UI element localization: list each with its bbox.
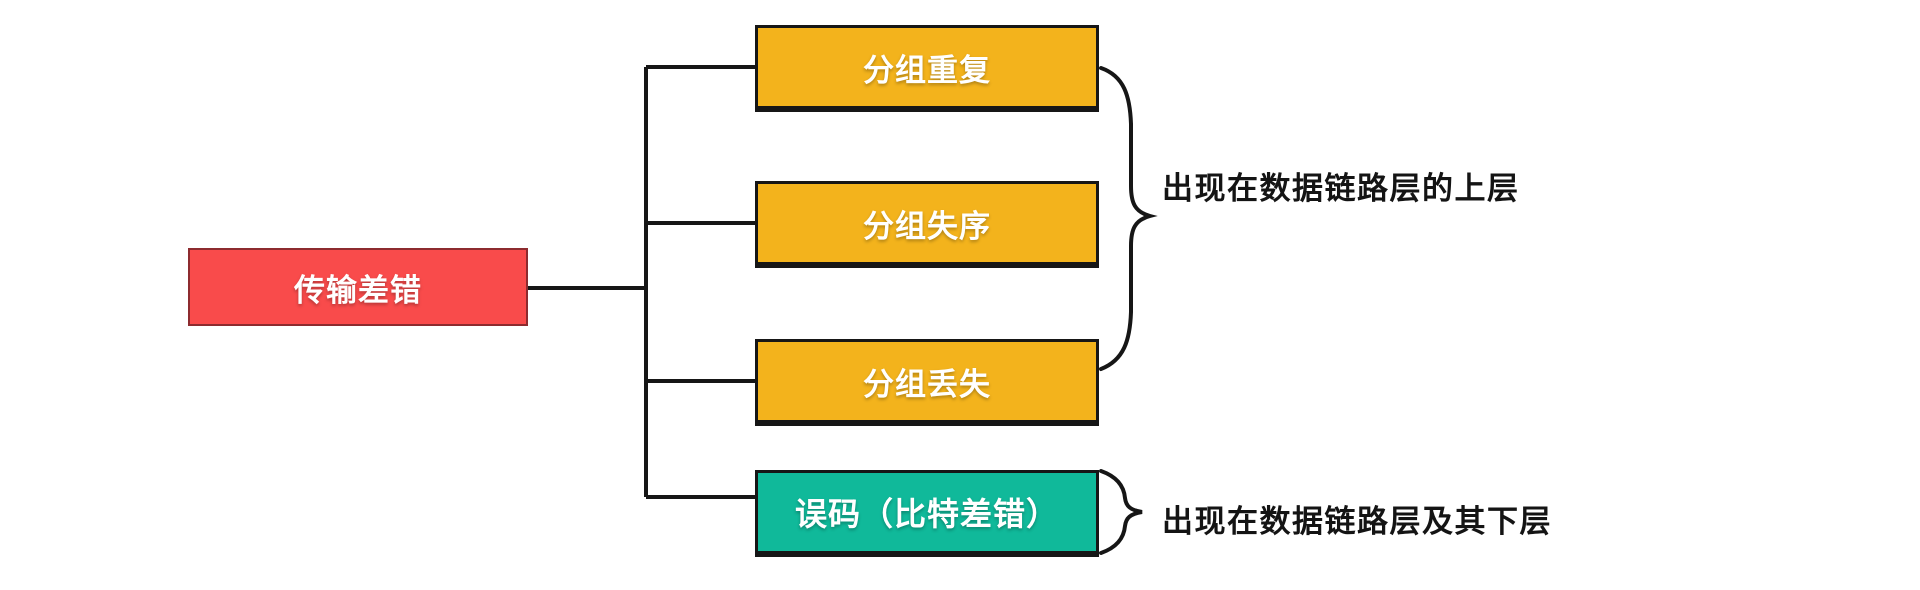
brace-small (1099, 469, 1143, 555)
brace-large (1099, 66, 1158, 371)
branch-node-packet-loss[interactable]: 分组丢失 (755, 339, 1099, 423)
branch-node-label: 误码（比特差错） (794, 496, 1059, 532)
branch-node-label: 分组丢失 (863, 366, 991, 402)
branch-node-packet-out-of-order[interactable]: 分组失序 (755, 181, 1099, 265)
branch-node-label: 分组重复 (863, 52, 991, 88)
annotation-upper-layers: 出现在数据链路层的上层 (1162, 171, 1520, 206)
annotation-link-layer-and-below: 出现在数据链路层及其下层 (1162, 504, 1552, 539)
branch-node-packet-duplication[interactable]: 分组重复 (755, 25, 1099, 109)
root-node-transmission-error[interactable]: 传输差错 (188, 248, 528, 326)
root-node-label: 传输差错 (294, 272, 422, 308)
branch-node-label: 分组失序 (863, 208, 991, 244)
branch-node-bit-error[interactable]: 误码（比特差错） (755, 470, 1099, 554)
